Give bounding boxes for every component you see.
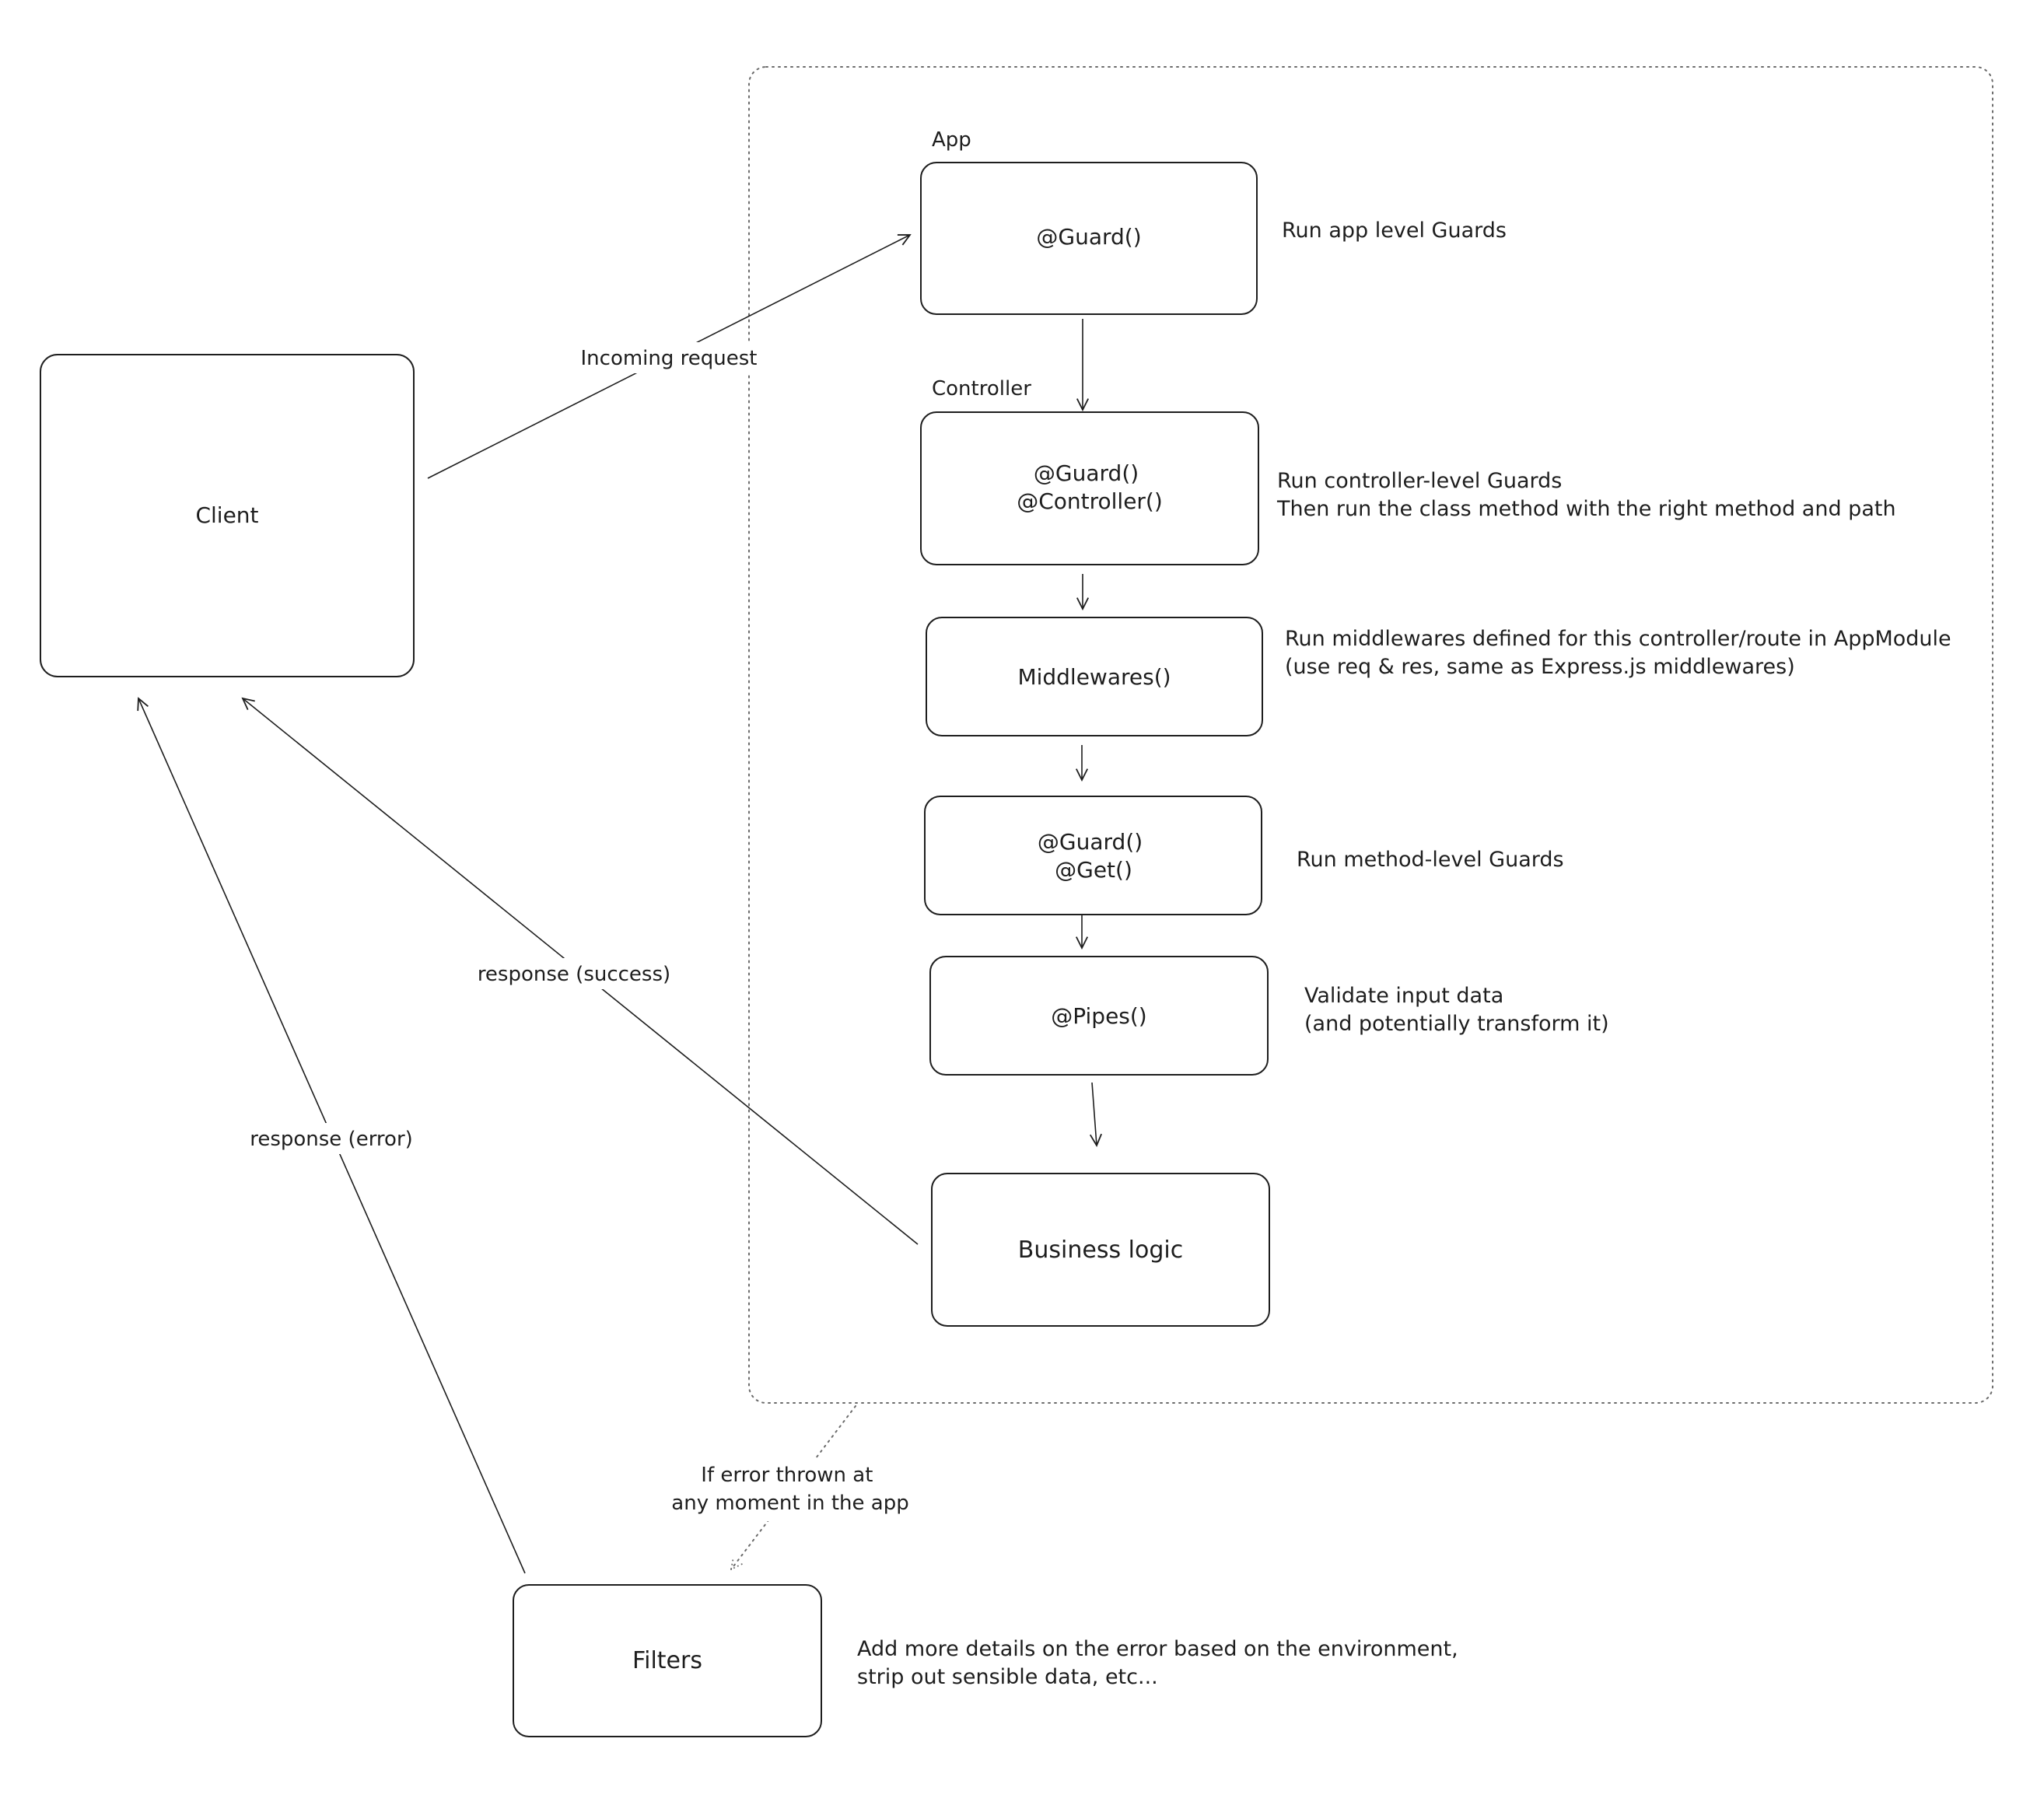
annotation-method-guard: Run method-level Guards xyxy=(1297,848,1564,872)
label-response-success: response (success) xyxy=(478,963,670,986)
node-app-guard-label: @Guard() xyxy=(1036,224,1141,250)
node-controller-guard-label: @Guard() @Controller() xyxy=(1017,460,1163,514)
annotation-app-guard: Run app level Guards xyxy=(1282,219,1507,243)
annotation-controller-guard: Run controller-level Guards Then run the… xyxy=(1276,469,1896,521)
label-response-error: response (error) xyxy=(250,1128,413,1151)
node-middlewares: Middlewares() xyxy=(926,617,1263,736)
annotation-filters-line-2: strip out sensible data, etc... xyxy=(857,1665,1158,1689)
node-controller-guard: @Guard() @Controller() xyxy=(920,411,1259,565)
annotation-pipes-line-1: Validate input data xyxy=(1304,984,1503,1008)
label-incoming-request: Incoming request xyxy=(581,347,758,370)
annotation-filters: Add more details on the error based on t… xyxy=(857,1637,1465,1689)
annotation-app-guard-line-1: Run app level Guards xyxy=(1282,219,1507,243)
label-error-thrown-line-1: If error thrown at xyxy=(701,1464,873,1487)
group-label-app: App xyxy=(932,128,971,152)
annotation-filters-line-1: Add more details on the error based on t… xyxy=(857,1637,1458,1661)
node-business-logic-label: Business logic xyxy=(1018,1237,1183,1264)
node-method-guard: @Guard() @Get() xyxy=(924,796,1262,915)
node-method-guard-line-1: @Guard() xyxy=(1038,829,1143,855)
annotation-method-guard-line-1: Run method-level Guards xyxy=(1297,848,1564,872)
app-container xyxy=(748,66,1993,1404)
node-app-guard: @Guard() xyxy=(920,162,1258,315)
annotations: Run app level Guards Run controller-leve… xyxy=(857,219,1958,1689)
node-filters: Filters xyxy=(513,1584,822,1737)
label-error-thrown-line-2: any moment in the app xyxy=(671,1492,908,1515)
node-pipes: @Pipes() xyxy=(929,956,1269,1076)
node-pipes-label: @Pipes() xyxy=(1051,1003,1146,1029)
node-method-guard-label: @Guard() @Get() xyxy=(1038,829,1150,883)
annotation-controller-guard-line-1: Run controller-level Guards xyxy=(1277,469,1562,493)
node-client: Client xyxy=(40,354,415,677)
node-business-logic: Business logic xyxy=(931,1173,1270,1327)
annotation-pipes-line-2: (and potentially transform it) xyxy=(1304,1012,1609,1036)
node-method-guard-line-2: @Get() xyxy=(1055,857,1132,883)
label-error-thrown: If error thrown at any moment in the app xyxy=(671,1464,908,1515)
group-label-controller: Controller xyxy=(932,377,1031,401)
edge-labels: Incoming request response (success) resp… xyxy=(242,342,918,1521)
node-client-label: Client xyxy=(195,502,258,528)
annotation-middlewares: Run middlewares defined for this control… xyxy=(1285,627,1958,679)
annotation-controller-guard-line-2: Then run the class method with the right… xyxy=(1276,497,1896,521)
node-middlewares-label: Middlewares() xyxy=(1017,664,1171,690)
node-controller-guard-line-1: @Guard() xyxy=(1034,460,1139,486)
annotation-middlewares-line-1: Run middlewares defined for this control… xyxy=(1285,627,1951,651)
annotation-middlewares-line-2: (use req & res, same as Express.js middl… xyxy=(1285,655,1795,679)
node-filters-label: Filters xyxy=(632,1647,702,1674)
edge-pipes-to-business xyxy=(1092,1082,1097,1146)
annotation-pipes: Validate input data (and potentially tra… xyxy=(1304,984,1609,1036)
node-controller-guard-line-2: @Controller() xyxy=(1017,488,1163,514)
